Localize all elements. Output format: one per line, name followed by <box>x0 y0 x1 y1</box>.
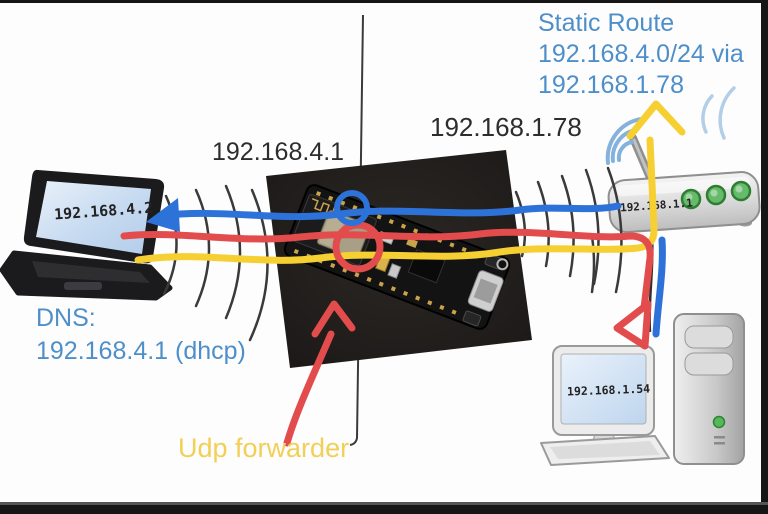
top-edge-strip <box>0 0 768 3</box>
dns-label: DNS: 192.168.4.1 (dhcp) <box>36 302 246 368</box>
wifi-waves-faint-icon <box>701 86 736 140</box>
yellow-route-arrowhead <box>626 100 686 140</box>
tower-case <box>673 313 745 465</box>
static-route-label: Static Route 192.168.4.0/24 via 192.168.… <box>538 8 744 101</box>
yellow-flow-line <box>134 100 686 264</box>
udp-pointer-arrow <box>283 330 335 447</box>
right-edge-strip <box>761 0 768 514</box>
dns-line1: DNS: <box>36 304 96 332</box>
blue-flow-arrowhead <box>146 198 180 232</box>
red-flow-line <box>120 221 654 447</box>
dns-line2: 192.168.4.1 (dhcp) <box>36 337 246 365</box>
reset-button <box>462 310 482 327</box>
bottom-edge-strip <box>0 502 768 514</box>
mounting-hole <box>496 258 509 271</box>
wan-ip-label: 192.168.1.78 <box>430 112 582 142</box>
drive-bay <box>684 352 734 376</box>
static-route-line1: Static Route <box>538 9 675 37</box>
ap-ip-label: 192.168.4.1 <box>212 138 345 166</box>
router-leds <box>680 180 752 210</box>
divider-line <box>349 14 364 446</box>
udp-pointer-arrowhead <box>311 300 356 338</box>
monitor-screen <box>560 353 647 425</box>
blue-drop-line <box>652 236 666 338</box>
desktop-pc-illustration <box>540 313 745 466</box>
red-circle-annotation <box>332 221 384 273</box>
power-led <box>712 415 726 429</box>
wifi-waves-laptop <box>162 184 269 342</box>
laptop-keyboard <box>32 261 150 283</box>
laptop-trackpad <box>64 282 102 290</box>
static-route-line2: 192.168.4.0/24 via <box>538 40 744 68</box>
udp-forwarder-label: Udp forwarder <box>178 433 350 463</box>
blue-flow-line <box>156 190 666 338</box>
drive-bay <box>684 325 734 349</box>
blue-loop-annotation <box>334 190 370 226</box>
red-down-arrowhead <box>613 300 652 350</box>
static-route-line3: 192.168.1.78 <box>538 71 684 99</box>
